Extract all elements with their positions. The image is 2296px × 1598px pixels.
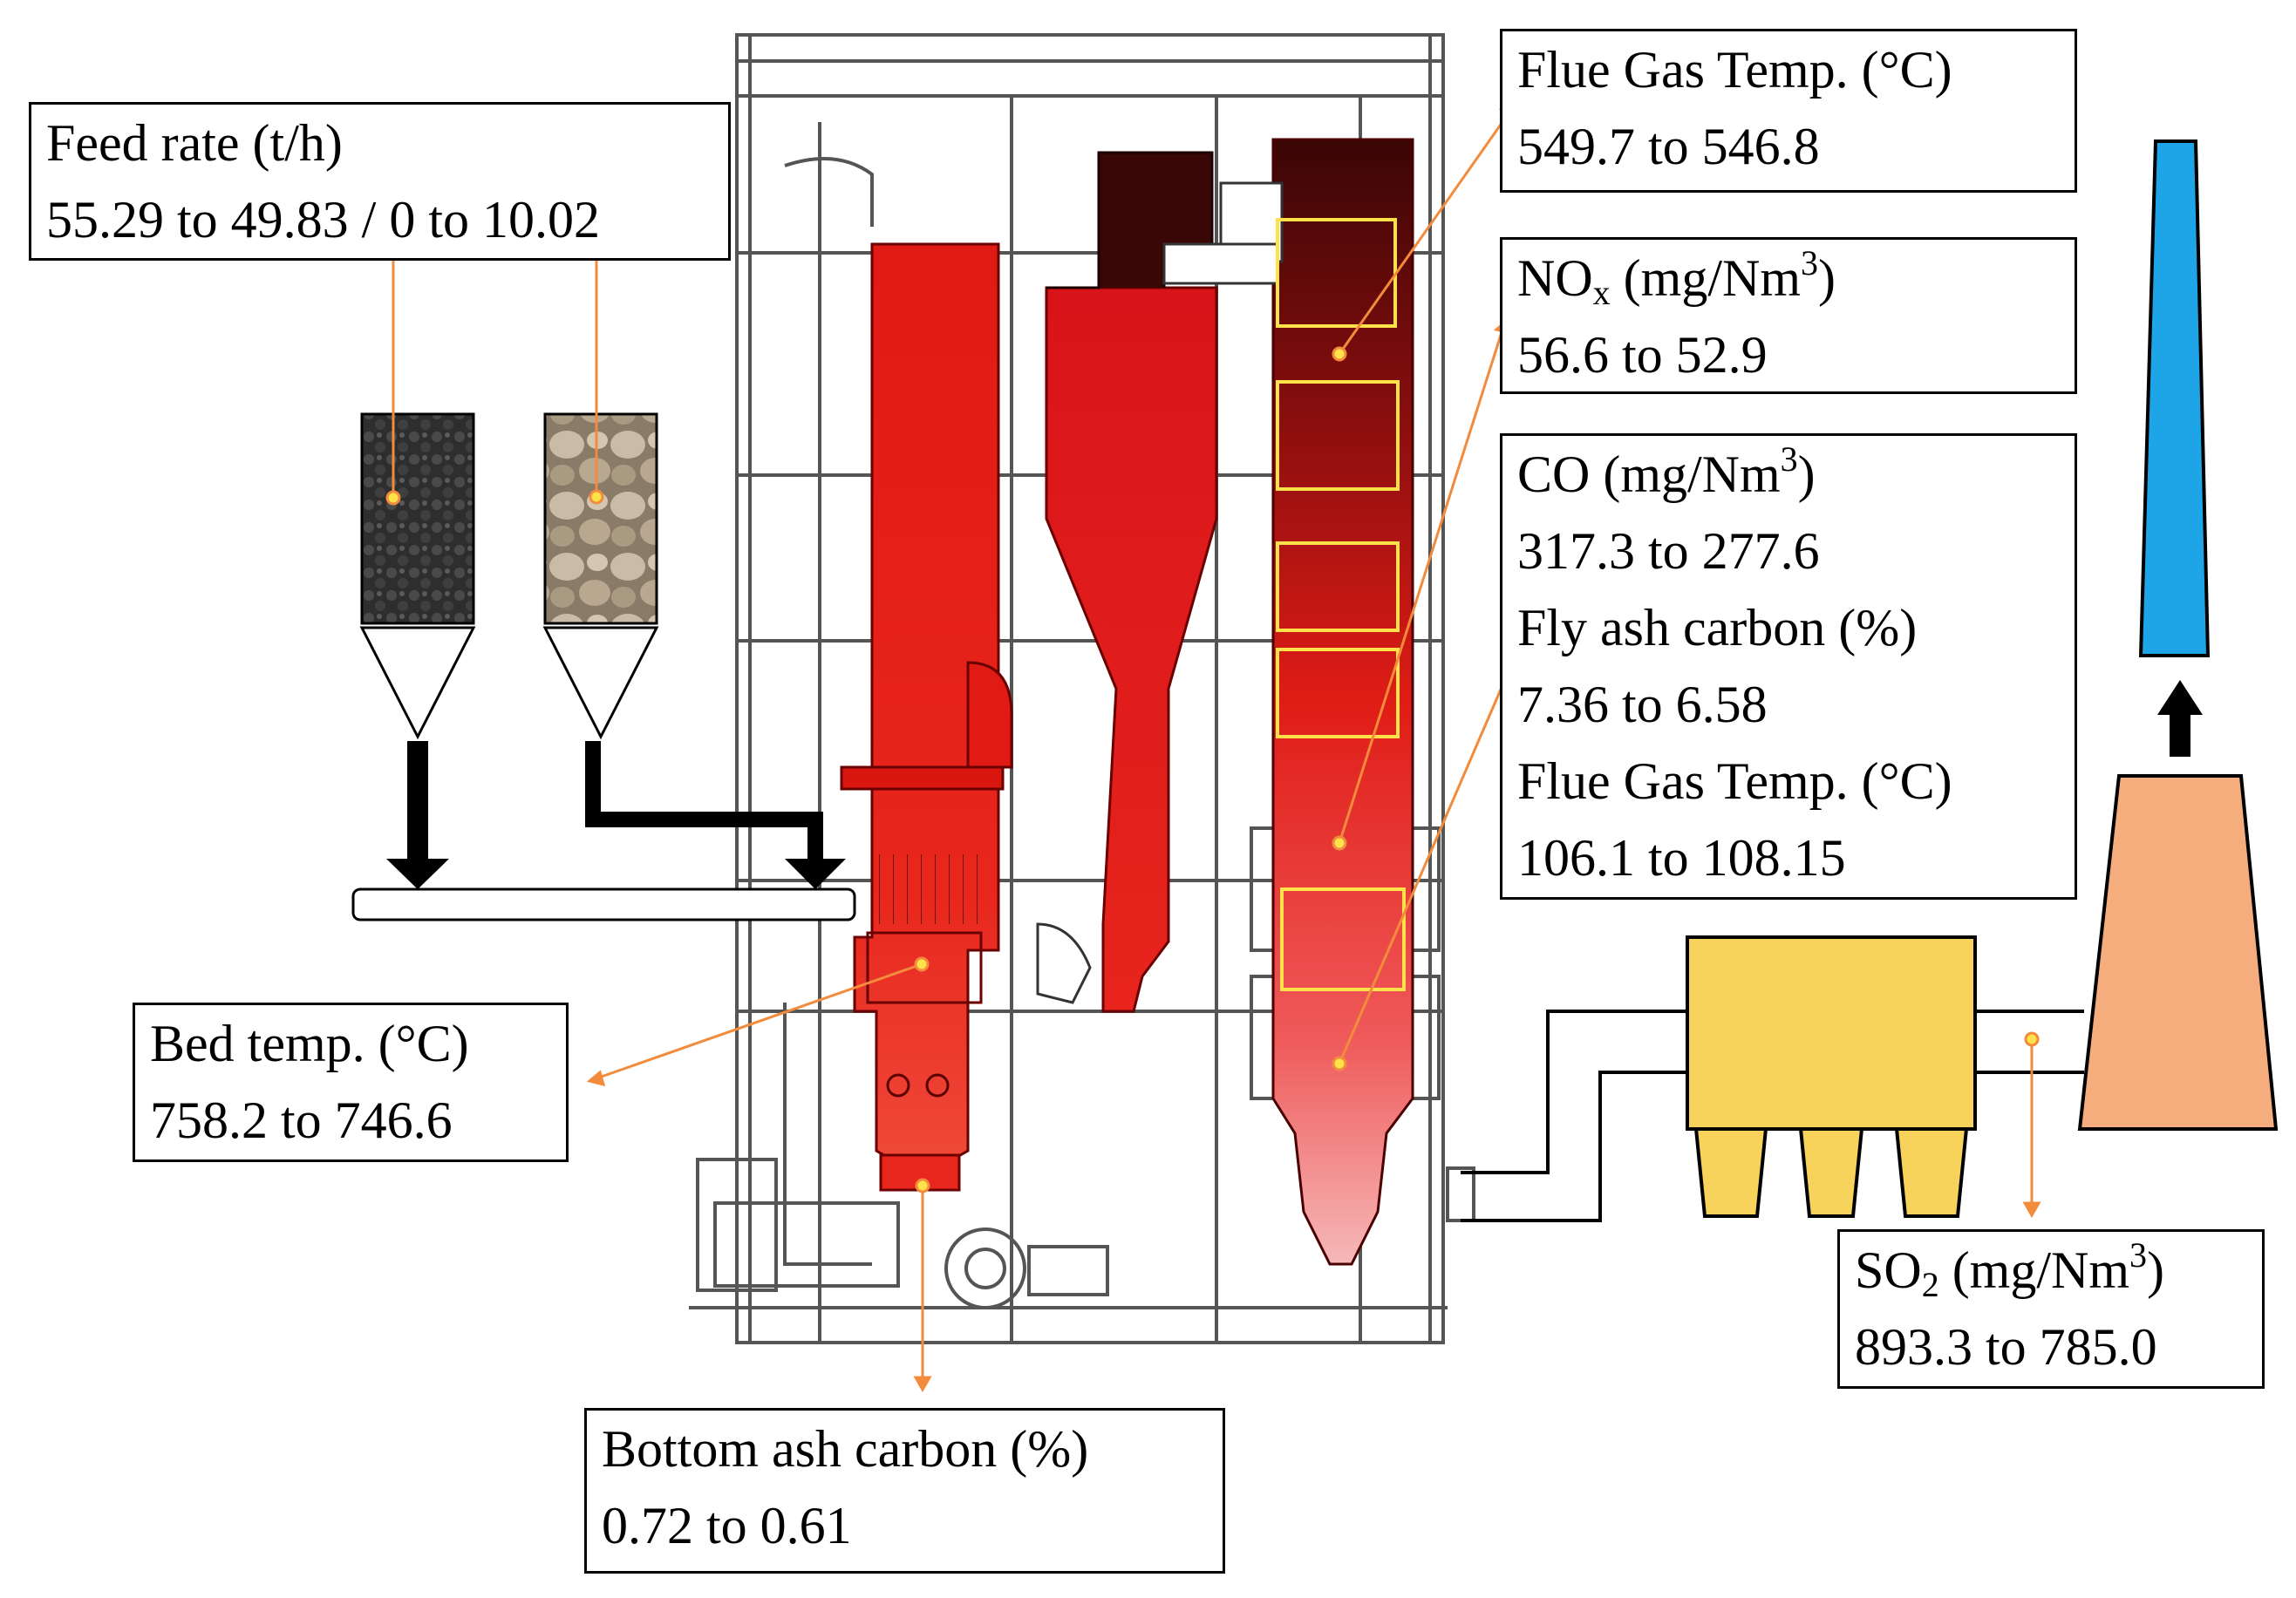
flue-gas-top-label: Flue Gas Temp. (°C) 549.7 to 546.8	[1500, 29, 2077, 193]
fly-ash-value: 7.36 to 6.58	[1517, 676, 1768, 733]
feed-rate-value: 55.29 to 49.83 / 0 to 10.02	[46, 191, 601, 248]
feed-rate-label: Feed rate (t/h) 55.29 to 49.83 / 0 to 10…	[29, 102, 731, 261]
flue-duct	[1461, 1010, 2084, 1222]
flue-gas-top-value: 549.7 to 546.8	[1517, 118, 1820, 175]
bottom-ash-label: Bottom ash carbon (%) 0.72 to 0.61	[584, 1408, 1225, 1574]
leader-lines	[384, 106, 2041, 1393]
biomass-hopper-icon	[542, 412, 846, 889]
emissions-label: CO (mg/Nm3) 317.3 to 277.6 Fly ash carbo…	[1500, 433, 2077, 900]
chimney-icon	[2077, 774, 2279, 1131]
nox-title: NOx (mg/Nm3)	[1517, 243, 1836, 312]
dust-collector-icon	[1686, 935, 1977, 1218]
arrow-up-icon	[2157, 680, 2203, 757]
flue-gas-bottom-title: Flue Gas Temp. (°C)	[1517, 752, 1952, 810]
feed-pipe	[351, 887, 856, 921]
feed-rate-title: Feed rate (t/h)	[46, 114, 343, 172]
stack-icon	[2138, 139, 2211, 657]
flue-gas-bottom-value: 106.1 to 108.15	[1517, 829, 1846, 887]
co-value: 317.3 to 277.6	[1517, 522, 1820, 580]
furnace	[840, 242, 1013, 1192]
cyclone	[1036, 151, 1218, 1013]
bottom-ash-value: 0.72 to 0.61	[602, 1497, 852, 1554]
so2-value: 893.3 to 785.0	[1855, 1318, 2157, 1376]
bed-temp-label: Bed temp. (°C) 758.2 to 746.6	[133, 1003, 569, 1162]
flue-gas-top-title: Flue Gas Temp. (°C)	[1517, 41, 1952, 99]
co-title: CO (mg/Nm3)	[1517, 439, 1816, 504]
coal-hopper-icon	[359, 412, 476, 889]
bed-temp-value: 758.2 to 746.6	[150, 1091, 453, 1149]
so2-title: SO2 (mg/Nm3)	[1855, 1235, 2165, 1304]
bottom-ash-title: Bottom ash carbon (%)	[602, 1420, 1089, 1478]
bed-temp-title: Bed temp. (°C)	[150, 1015, 469, 1072]
back-pass	[1162, 138, 1414, 1266]
fly-ash-title: Fly ash carbon (%)	[1517, 599, 1918, 656]
so2-label: SO2 (mg/Nm3) 893.3 to 785.0	[1837, 1229, 2265, 1389]
sensor-dots	[385, 346, 2040, 1193]
nox-label: NOx (mg/Nm3) 56.6 to 52.9	[1500, 237, 2077, 394]
nox-value: 56.6 to 52.9	[1517, 326, 1768, 384]
